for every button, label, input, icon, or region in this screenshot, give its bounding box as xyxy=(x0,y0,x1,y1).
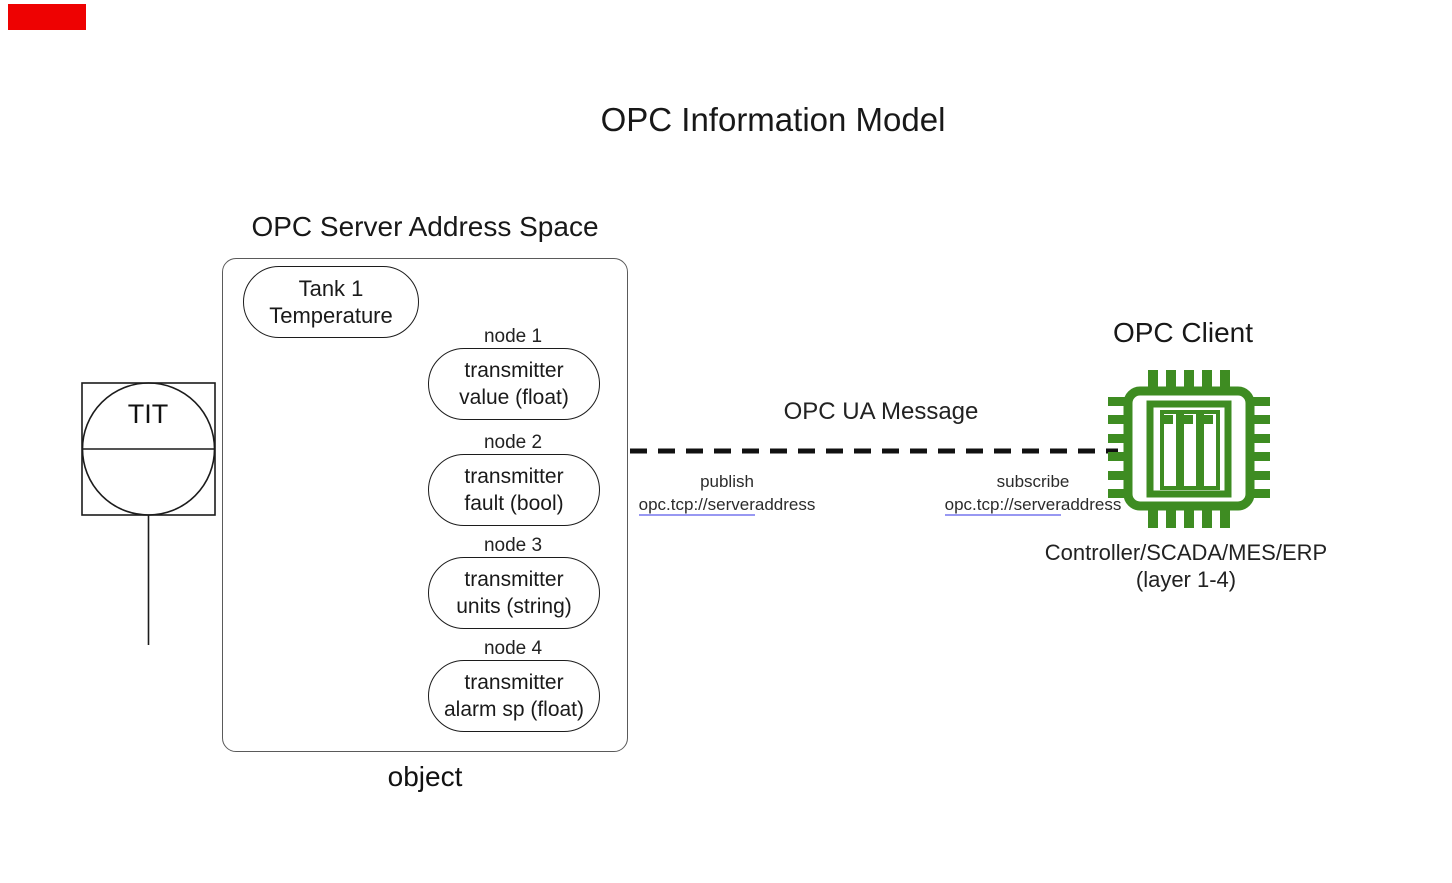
node1-line2: value (float) xyxy=(459,386,569,409)
microchip-icon xyxy=(1108,370,1270,528)
subscribe-url-rest[interactable]: address xyxy=(1060,495,1122,514)
node4-label: node 4 xyxy=(483,638,543,659)
node4-line2: alarm sp (float) xyxy=(443,698,585,721)
node2-pill: transmitter fault (bool) xyxy=(428,454,600,526)
object-caption: object xyxy=(387,761,463,792)
opc-client-heading: OPC Client xyxy=(1112,317,1254,348)
record-indicator xyxy=(8,4,86,30)
tank-node-line1: Tank 1 xyxy=(298,276,364,301)
client-caption: Controller/SCADA/MES/ERP (layer 1-4) xyxy=(1036,539,1336,593)
opc-ua-message-label: OPC UA Message xyxy=(783,398,979,425)
page-title: OPC Information Model xyxy=(600,101,946,138)
publish-url-rest[interactable]: address xyxy=(754,495,816,514)
publish-url-underlined[interactable]: opc.tcp://server xyxy=(638,495,755,516)
node3-label: node 3 xyxy=(483,535,543,556)
client-caption-line1: Controller/SCADA/MES/ERP xyxy=(1044,540,1328,565)
publish-group: publish opc.tcp://serveraddress xyxy=(627,470,827,516)
publish-label: publish xyxy=(700,472,754,491)
node2-line2: fault (bool) xyxy=(464,492,564,515)
node1-pill: transmitter value (float) xyxy=(428,348,600,420)
subscribe-url[interactable]: opc.tcp://serveraddress xyxy=(933,493,1133,516)
tank-temperature-node: Tank 1 Temperature xyxy=(243,266,419,338)
node1-label: node 1 xyxy=(483,326,543,347)
subscribe-group: subscribe opc.tcp://serveraddress xyxy=(933,470,1133,516)
server-address-space-heading: OPC Server Address Space xyxy=(251,211,599,242)
instrument-bubble-icon xyxy=(81,382,216,645)
publish-url[interactable]: opc.tcp://serveraddress xyxy=(627,493,827,516)
subscribe-label: subscribe xyxy=(996,472,1070,491)
node3-line1: transmitter xyxy=(464,568,564,591)
node4-pill: transmitter alarm sp (float) xyxy=(428,660,600,732)
tank-node-line2: Temperature xyxy=(269,303,393,328)
node4-line1: transmitter xyxy=(464,671,564,694)
client-caption-line2: (layer 1-4) xyxy=(1135,567,1237,592)
node3-line2: units (string) xyxy=(456,595,572,618)
subscribe-url-underlined[interactable]: opc.tcp://server xyxy=(944,495,1061,516)
node2-line1: transmitter xyxy=(464,465,564,488)
node3-pill: transmitter units (string) xyxy=(428,557,600,629)
instrument-tag: TIT xyxy=(127,399,169,429)
node2-label: node 2 xyxy=(483,432,543,453)
node1-line1: transmitter xyxy=(464,359,564,382)
